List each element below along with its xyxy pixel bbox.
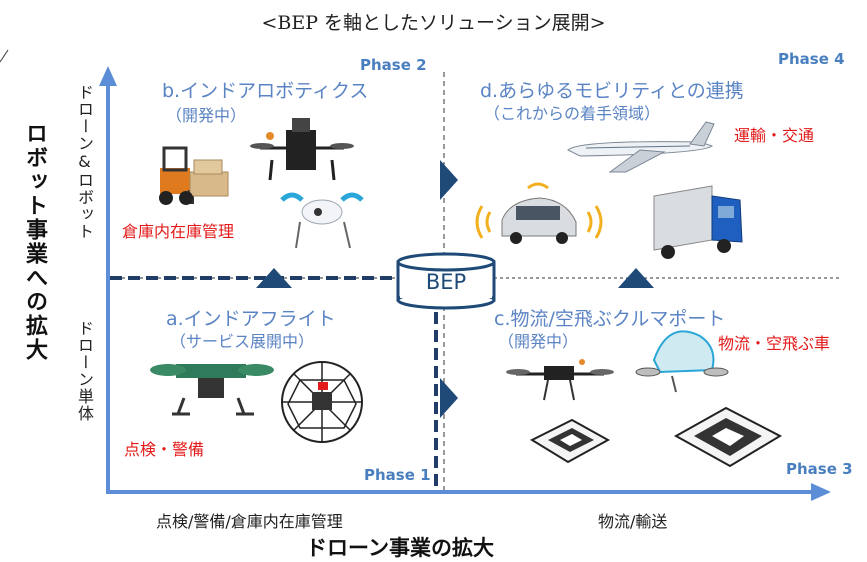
- forklift-illustration: [159, 146, 229, 205]
- quadrant-a-tag: 点検・警備: [124, 440, 205, 459]
- phase-1-label: Phase 1: [364, 466, 431, 484]
- diagram-title: <BEP を軸としたソリューション展開>: [261, 12, 606, 34]
- x-axis-label: ドローン事業の拡大: [306, 536, 494, 560]
- autonomous-car-illustration: [475, 182, 603, 244]
- x-axis-right-label: 物流/輸送: [598, 512, 668, 531]
- quadrant-d-subtitle: （これからの着手領域）: [484, 104, 661, 123]
- landing-marker-pad-large: [673, 406, 783, 468]
- y-axis-lower-label: ドローン単体: [75, 320, 94, 422]
- arrow-b-to-d: [440, 160, 458, 200]
- bep-cylinder: [396, 252, 496, 310]
- quadrant-a-subtitle: （サービス展開中）: [170, 332, 315, 351]
- robotic-drone-illustration: [250, 118, 354, 181]
- bep-label: BEP: [425, 270, 467, 294]
- quadrant-b-tag: 倉庫内在庫管理: [122, 222, 235, 241]
- phase-2-label: Phase 2: [360, 56, 427, 74]
- truck-illustration: [653, 185, 743, 259]
- airplane-illustration: [567, 121, 715, 173]
- quadrant-d-tag: 運輸・交通: [734, 126, 815, 145]
- quadrant-c-tag: 物流・空飛ぶ車: [718, 334, 831, 353]
- quadrant-a-title: a.インドアフライト: [166, 308, 336, 330]
- y-axis-arrowhead: [99, 66, 117, 86]
- phase-3-label: Phase 3: [786, 460, 853, 478]
- white-drone-illustration: [280, 192, 364, 249]
- arrow-a-to-c: [440, 378, 458, 418]
- phase-4-label: Phase 4: [778, 50, 845, 68]
- quadrant-b-subtitle: （開発中）: [166, 106, 247, 125]
- landing-marker-pad-small: [529, 418, 611, 464]
- quadrant-c-title: c.物流/空飛ぶクルマポート: [494, 308, 726, 330]
- y-axis-upper-label: ドローン&ロボット: [75, 84, 94, 240]
- corner-mark: [0, 49, 9, 63]
- inspection-drone-illustration: [150, 364, 274, 416]
- quadrant-d-title: d.あらゆるモビリティとの連携: [480, 80, 744, 102]
- x-axis-arrowhead: [811, 483, 831, 501]
- quadrant-c-subtitle: （開発中）: [498, 332, 579, 351]
- flying-car-illustration: [635, 330, 729, 393]
- delivery-drone-illustration: [506, 359, 614, 401]
- quadrant-b-title: b.インドアロボティクス: [162, 80, 369, 102]
- caged-drone-illustration: [281, 361, 363, 443]
- arrow-c-to-d: [618, 268, 654, 288]
- arrow-a-to-b: [256, 268, 292, 288]
- x-axis-left-label: 点検/警備/倉庫内在庫管理: [156, 512, 343, 531]
- y-axis-label: ロボット事業への拡大: [22, 122, 47, 362]
